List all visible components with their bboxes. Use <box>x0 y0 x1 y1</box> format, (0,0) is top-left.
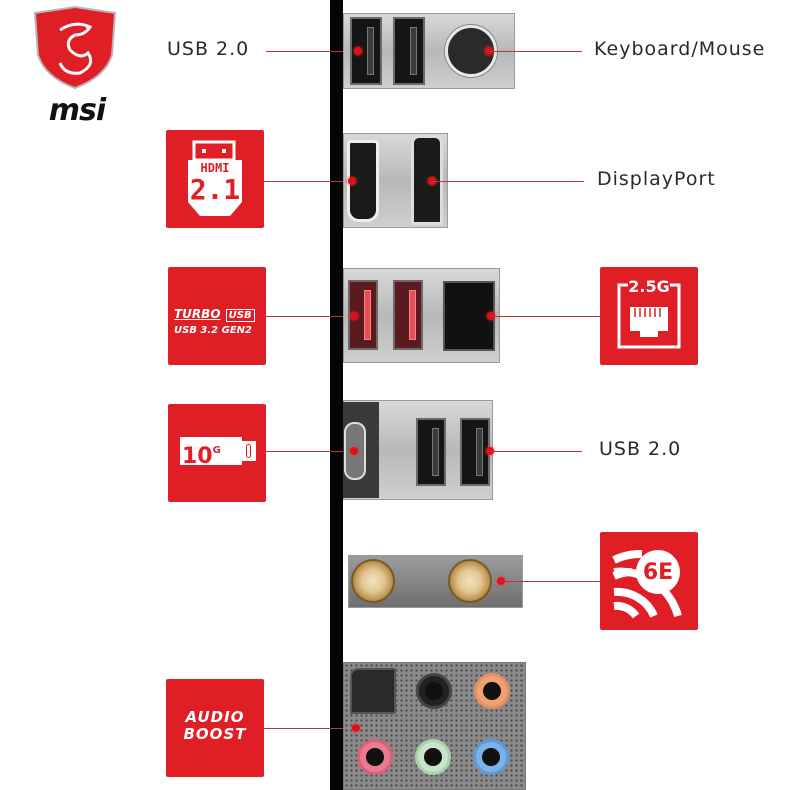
msi-logo: msi <box>30 5 120 128</box>
wifi-antenna-connector <box>351 559 395 603</box>
audio-boost-badge: AUDIO BOOST <box>166 679 264 777</box>
msi-dragon-shield-icon <box>33 5 117 90</box>
leader-line-audio <box>264 728 356 729</box>
boost-text: BOOST <box>183 725 247 743</box>
io-shield-bracket <box>330 0 343 790</box>
audio-text: AUDIO <box>185 708 245 726</box>
usb32-gen2-port <box>348 280 378 350</box>
leader-line-turbo-usb <box>266 316 356 317</box>
wifi-antenna-connector <box>448 559 492 603</box>
audio-jack-green <box>415 739 451 775</box>
msi-wordmark: msi <box>48 93 106 128</box>
marker-dot <box>352 724 360 732</box>
marker-dot <box>350 447 358 455</box>
audio-jack-black <box>416 673 452 709</box>
label-usb20-lower: USB 2.0 <box>599 438 682 460</box>
marker-dot <box>354 47 362 55</box>
leader-line-usb20-top <box>266 51 358 52</box>
lan-port <box>443 281 495 351</box>
lan-speed-text: 2.5G <box>628 277 670 296</box>
hdmi-version: 2.1 <box>189 173 241 206</box>
audio-jack-pink <box>357 739 393 775</box>
turbo-text: TURBO <box>174 307 221 321</box>
leader-line-hdmi <box>264 181 356 182</box>
marker-dot <box>348 177 356 185</box>
leader-line-displayport <box>432 181 584 182</box>
leader-line-wifi <box>501 581 601 582</box>
hdmi-text: HDMI <box>200 161 230 175</box>
displayport-port <box>411 135 443 225</box>
turbo-usb-badge: TURBO USB USB 3.2 GEN2 <box>168 267 266 365</box>
wifi-6e-text: 6E <box>642 560 674 585</box>
marker-dot <box>350 312 358 320</box>
hdmi-badge: HDMI 2.1 <box>166 130 264 228</box>
audio-jack-blue <box>473 739 509 775</box>
usb-c-plug-icon <box>242 441 256 461</box>
spdif-optical-port <box>350 668 396 714</box>
audio-boost-icon: AUDIO BOOST <box>166 709 264 743</box>
usb20-port <box>416 418 446 486</box>
ethernet-port-icon <box>617 277 681 349</box>
wifi-6e-badge: 6E <box>600 532 698 630</box>
hdmi-connector-icon <box>188 140 242 216</box>
leader-line-usb20-lower <box>490 451 582 452</box>
turbo-usb-icon: TURBO USB USB 3.2 GEN2 <box>174 303 264 336</box>
lan-2-5g-badge: 2.5G <box>600 267 698 365</box>
usbc-10g-badge: 10G <box>168 404 266 502</box>
label-displayport: DisplayPort <box>597 168 716 190</box>
usb32-gen2-port <box>393 280 423 350</box>
usb-c-10g-icon <box>180 437 242 465</box>
audio-jack-orange <box>474 673 510 709</box>
usbc-speed-text: 10G <box>182 444 221 469</box>
usb-text: USB <box>225 309 255 322</box>
wifi-6e-icon <box>612 549 682 619</box>
leader-line-keyboard-mouse <box>489 51 582 52</box>
leader-line-usbc <box>266 451 354 452</box>
label-usb20-top: USB 2.0 <box>167 38 250 60</box>
usb20-port <box>393 17 425 85</box>
leader-line-lan <box>491 316 601 317</box>
label-keyboard-mouse: Keyboard/Mouse <box>594 38 766 60</box>
usb32-gen2-text: USB 3.2 GEN2 <box>174 325 252 336</box>
